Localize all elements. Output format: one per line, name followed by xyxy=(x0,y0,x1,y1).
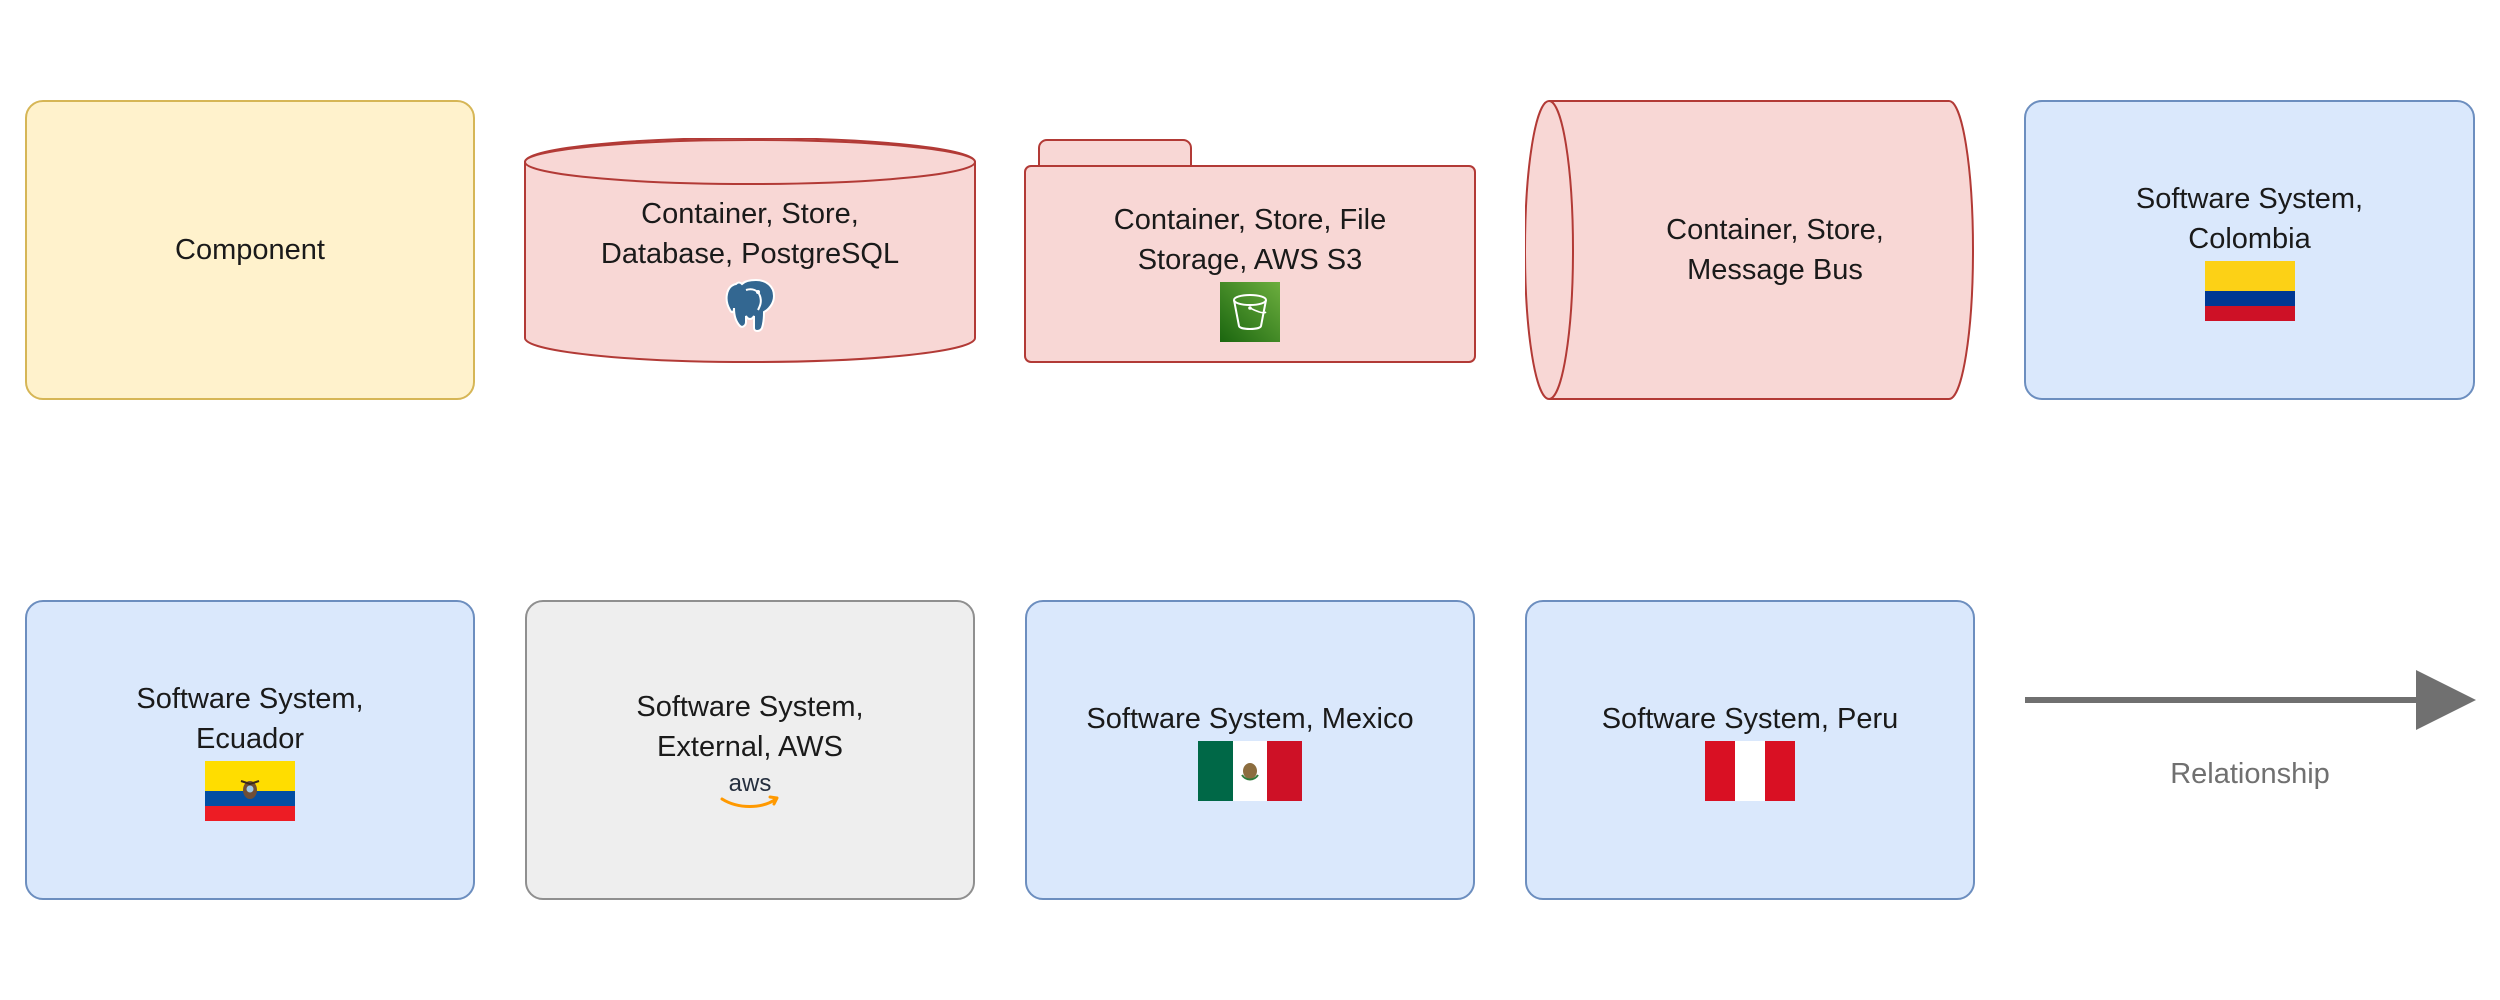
peru-flag-icon xyxy=(1705,741,1795,801)
relationship-label: Relationship xyxy=(2170,758,2330,790)
mexico-system-label: Software System, Mexico xyxy=(1086,703,1414,735)
database-cylinder-shape xyxy=(524,138,976,363)
component-label: Component xyxy=(175,234,325,266)
postgres-store-node[interactable]: Container, Store, Database, PostgreSQL xyxy=(523,138,977,366)
svg-text:aws: aws xyxy=(729,770,772,797)
peru-system-label: Software System, Peru xyxy=(1601,703,1899,735)
mexico-system-node[interactable]: Software System, Mexico xyxy=(1025,600,1475,900)
postgresql-elephant-icon xyxy=(725,278,776,332)
peru-system-node[interactable]: Software System, Peru xyxy=(1525,600,1975,900)
aws-logo-icon: aws xyxy=(720,770,779,808)
colombia-system-label: Software System, Colombia xyxy=(2135,183,2364,255)
postgres-store-label: Container, Store, Database, PostgreSQL xyxy=(600,198,900,270)
mexico-flag-icon xyxy=(1198,741,1302,801)
folder-shape xyxy=(1024,139,1476,363)
colombia-system-node[interactable]: Software System, Colombia xyxy=(2024,100,2475,400)
message-bus-node[interactable]: Container, Store, Message Bus xyxy=(1525,100,1975,400)
aws-s3-bucket-icon xyxy=(1220,282,1280,342)
horizontal-cylinder-shape xyxy=(1525,100,1974,400)
component-node[interactable]: Component xyxy=(25,100,475,400)
message-bus-label: Container, Store, Message Bus xyxy=(1666,214,1884,286)
relationship-arrow[interactable] xyxy=(2020,665,2480,735)
aws-system-node[interactable]: Software System, External, AWS aws xyxy=(525,600,975,900)
ecuador-system-node[interactable]: Software System, Ecuador xyxy=(25,600,475,900)
ecuador-flag-icon xyxy=(205,761,295,821)
ecuador-system-label: Software System, Ecuador xyxy=(136,683,364,755)
s3-store-node[interactable]: Container, Store, File Storage, AWS S3 xyxy=(1023,136,1477,364)
aws-system-label: Software System, External, AWS xyxy=(636,691,864,763)
s3-store-label: Container, Store, File Storage, AWS S3 xyxy=(1113,204,1387,276)
colombia-flag-icon xyxy=(2204,261,2295,321)
